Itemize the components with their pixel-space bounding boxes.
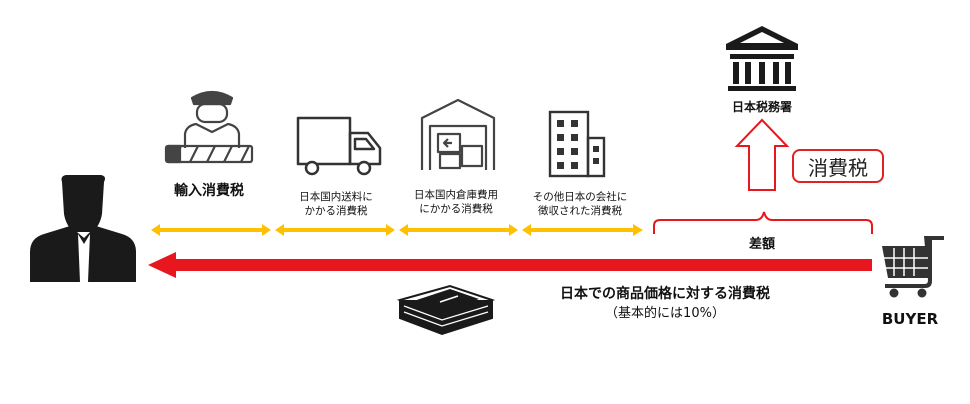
label-buyer: BUYER bbox=[881, 310, 939, 328]
label-difference: 差額 bbox=[748, 237, 775, 252]
money-stack-icon bbox=[396, 284, 496, 336]
consumption-tax-box: 消費税 bbox=[792, 149, 884, 183]
red-payment-arrow bbox=[148, 252, 872, 278]
label-domestic-shipping-line1: 日本国内送料に bbox=[299, 191, 373, 203]
label-tax-office: 日本税務署 bbox=[731, 100, 792, 114]
label-price-tax: 日本での商品価格に対する消費税 bbox=[560, 286, 770, 302]
label-other-company-line1: その他日本の会社に bbox=[532, 191, 628, 203]
label-other-company-line2: 徴収された消費税 bbox=[538, 205, 622, 217]
label-domestic-shipping: 日本国内送料に かかる消費税 bbox=[280, 190, 392, 218]
difference-bracket bbox=[653, 211, 873, 234]
customs-officer-gate-icon bbox=[164, 90, 254, 164]
label-warehouse: 日本国内倉庫費用 にかかる消費税 bbox=[400, 188, 512, 216]
yellow-arrow-2 bbox=[275, 224, 395, 236]
delivery-truck-icon bbox=[296, 116, 382, 176]
label-domestic-shipping-line2: かかる消費税 bbox=[304, 205, 368, 217]
label-price-tax-note: （基本的には10%） bbox=[605, 306, 725, 321]
yellow-arrow-4 bbox=[522, 224, 643, 236]
yellow-arrow-1 bbox=[151, 224, 271, 236]
warehouse-icon bbox=[420, 98, 496, 170]
label-warehouse-line1: 日本国内倉庫費用 bbox=[414, 189, 498, 201]
label-import-tax: 輸入消費税 bbox=[174, 183, 244, 199]
label-warehouse-line2: にかかる消費税 bbox=[419, 203, 493, 215]
tax-office-bank-icon bbox=[726, 26, 798, 91]
shopping-cart-icon bbox=[882, 236, 944, 298]
person-silhouette-icon bbox=[30, 175, 136, 282]
tax-up-arrow bbox=[734, 118, 790, 191]
label-other-company: その他日本の会社に 徴収された消費税 bbox=[520, 190, 640, 218]
yellow-arrow-3 bbox=[399, 224, 518, 236]
office-building-icon bbox=[548, 110, 606, 178]
